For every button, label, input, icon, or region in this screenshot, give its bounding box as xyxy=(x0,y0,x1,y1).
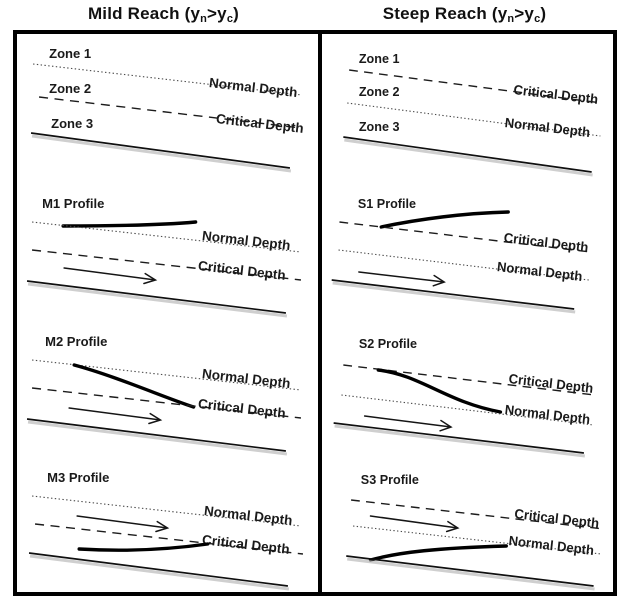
normal-depth-line xyxy=(338,249,589,281)
center-divider xyxy=(318,34,322,592)
critical-depth-label: Critical Depth xyxy=(508,371,594,396)
flow-direction-arrow xyxy=(63,267,158,285)
flow-direction-arrow xyxy=(369,515,460,533)
subscript-n: n xyxy=(507,13,515,25)
steep-reach-title: Steep Reach (yn>yc) xyxy=(314,0,615,30)
normal-depth-label: Normal Depth xyxy=(504,402,591,427)
channel-bed-line xyxy=(331,279,575,310)
channel-bed-line xyxy=(26,418,286,452)
critical-depth-line xyxy=(34,523,304,555)
channel-bed-shadow xyxy=(347,557,595,591)
critical-depth-label: Critical Depth xyxy=(197,396,286,421)
flow-direction-arrow xyxy=(363,415,453,432)
zone-1-label: Zone 1 xyxy=(359,51,400,66)
channel-bed-shadow xyxy=(29,554,290,591)
zone-1-label: Zone 1 xyxy=(49,46,91,61)
s1-profile-panel: S1 Profile Critical Depth Normal Depth xyxy=(331,196,591,314)
title-text: >y xyxy=(207,4,227,23)
zone-2-label: Zone 2 xyxy=(359,84,400,99)
critical-depth-line xyxy=(31,387,302,419)
title-text: Steep Reach (y xyxy=(382,4,508,23)
channel-bed-line xyxy=(28,552,289,587)
normal-depth-label: Normal Depth xyxy=(203,503,293,528)
s2-profile-label: S2 Profile xyxy=(359,336,417,351)
subscript-c: c xyxy=(226,13,234,25)
zone-2-label: Zone 2 xyxy=(49,81,91,96)
channel-bed-shadow xyxy=(332,281,576,314)
critical-depth-label: Critical Depth xyxy=(201,532,290,557)
critical-depth-label: Critical Depth xyxy=(503,230,589,255)
normal-depth-line xyxy=(31,495,302,527)
m2-profile-panel: M2 Profile Normal Depth Critical Depth xyxy=(26,334,302,456)
critical-depth-line xyxy=(38,96,302,129)
channel-bed-shadow xyxy=(31,134,292,173)
column-headers: Mild Reach (yn>yc) Steep Reach (yn>yc) xyxy=(0,0,628,30)
channel-bed-shadow xyxy=(334,424,586,458)
m1-water-surface-curve xyxy=(61,220,198,228)
s2-water-surface-curve xyxy=(376,368,503,414)
critical-depth-line xyxy=(343,364,595,396)
title-text: ) xyxy=(540,4,547,23)
channel-bed-line xyxy=(343,136,592,173)
mild-reach-column: Zone 1 Normal Depth Zone 2 Critical Dept… xyxy=(17,34,318,592)
s3-water-surface-curve xyxy=(368,544,508,562)
subscript-c: c xyxy=(534,13,541,25)
critical-depth-line xyxy=(31,249,302,281)
channel-bed-line xyxy=(26,280,286,314)
critical-depth-line xyxy=(351,499,604,530)
m3-profile-label: M3 Profile xyxy=(47,470,109,485)
zone-3-label: Zone 3 xyxy=(51,116,93,131)
normal-depth-label: Normal Depth xyxy=(496,259,583,284)
title-text: >y xyxy=(514,4,535,23)
title-text: ) xyxy=(233,4,240,23)
flow-direction-arrow xyxy=(76,515,170,533)
critical-depth-label: Critical Depth xyxy=(514,506,600,531)
normal-depth-label: Normal Depth xyxy=(201,228,291,253)
mild-reach-title: Mild Reach (yn>yc) xyxy=(13,0,314,30)
normal-depth-line xyxy=(352,525,602,555)
s3-profile-label: S3 Profile xyxy=(361,472,419,487)
normal-depth-line xyxy=(32,63,303,96)
m3-profile-panel: M3 Profile Normal Depth Critical Depth xyxy=(28,470,304,591)
normal-depth-line xyxy=(31,359,302,391)
m3-water-surface-curve xyxy=(77,542,210,552)
normal-depth-label: Normal Depth xyxy=(508,533,595,558)
s3-profile-panel: S3 Profile Critical Depth Normal Depth xyxy=(346,472,604,591)
critical-depth-label: Critical Depth xyxy=(215,111,304,136)
critical-depth-label: Critical Depth xyxy=(513,82,599,107)
m1-profile-panel: M1 Profile Normal Depth Critical Depth xyxy=(26,196,302,318)
critical-depth-line xyxy=(339,221,591,253)
m2-profile-label: M2 Profile xyxy=(45,334,107,349)
critical-depth-line xyxy=(349,69,602,104)
normal-depth-label: Normal Depth xyxy=(208,75,298,100)
s2-profile-panel: S2 Profile Critical Depth Normal Depth xyxy=(333,336,595,458)
flow-direction-arrow xyxy=(68,407,163,425)
channel-bed-line xyxy=(333,422,584,454)
normal-depth-line xyxy=(31,221,302,253)
zones-steep-panel: Zone 1 Critical Depth Zone 2 Normal Dept… xyxy=(343,51,602,177)
zones-mild-panel: Zone 1 Normal Depth Zone 2 Critical Dept… xyxy=(30,46,304,173)
s1-profile-label: S1 Profile xyxy=(358,196,416,211)
channel-bed-line xyxy=(346,555,594,587)
subscript-n: n xyxy=(200,13,208,25)
zone-3-label: Zone 3 xyxy=(359,119,400,134)
figure-border: Zone 1 Normal Depth Zone 2 Critical Dept… xyxy=(13,30,617,596)
s1-water-surface-curve xyxy=(379,210,510,229)
normal-depth-label: Normal Depth xyxy=(504,115,591,140)
channel-bed-shadow xyxy=(344,138,593,177)
normal-depth-label: Normal Depth xyxy=(201,366,291,391)
channel-bed-shadow xyxy=(27,282,288,318)
flow-direction-arrow xyxy=(358,271,446,287)
m1-profile-label: M1 Profile xyxy=(42,196,104,211)
m2-water-surface-curve xyxy=(72,363,196,409)
steep-reach-column: Zone 1 Critical Depth Zone 2 Normal Dept… xyxy=(322,34,613,592)
channel-bed-line xyxy=(30,132,291,169)
channel-bed-shadow xyxy=(27,420,288,456)
critical-depth-label: Critical Depth xyxy=(197,258,286,283)
title-text: Mild Reach (y xyxy=(87,4,201,23)
